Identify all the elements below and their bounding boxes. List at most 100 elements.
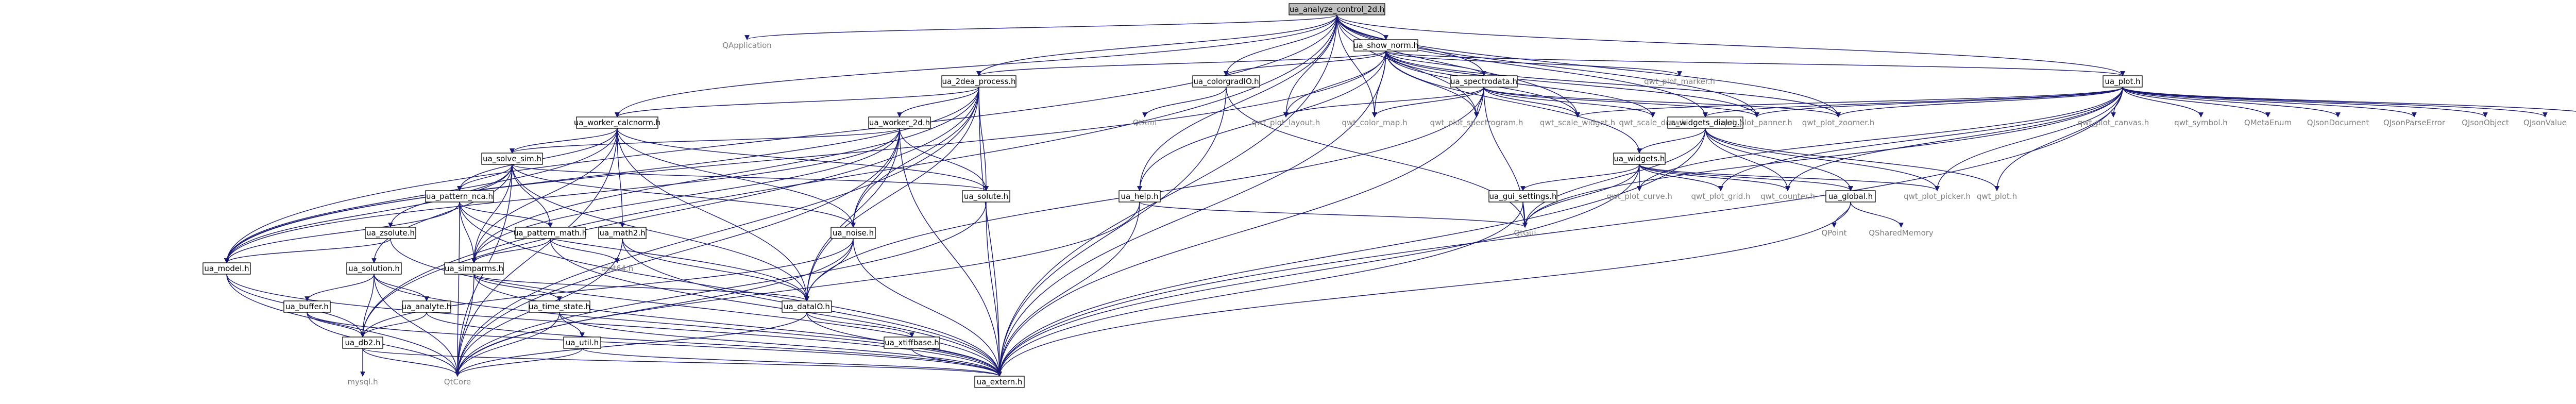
- edge-ua-global-h-to-qpoint: [1832, 201, 1851, 228]
- edge-ua-worker-2d-h-to-qtcore: [455, 128, 900, 377]
- edge-ua-spectrodata-h-to-qwt-plot-zoomer-h: [1483, 87, 1841, 117]
- node-qwt-plot-layout-h: qwt_plot_layout.h: [1252, 118, 1320, 128]
- node-box: [1289, 3, 1385, 15]
- node-ua-2dea-process-h[interactable]: ua_2dea_process.h: [941, 75, 1016, 88]
- edge-ua-colorgradio-h-to-qtxml: [1142, 87, 1227, 117]
- edge-ua-analyze-control-2d-h-to-qwt-plot-spectrogram-h: [1336, 14, 1479, 117]
- node-ua-zsolute-h[interactable]: ua_zsolute.h: [365, 227, 416, 239]
- node-ua-solve-sim-h[interactable]: ua_solve_sim.h: [481, 153, 543, 165]
- edge-ua-2dea-process-h-to-ua-model-h: [224, 87, 979, 263]
- node-label: uint64.h: [601, 264, 633, 273]
- edge-ua-spectrodata-h-to-qwt-scale-draw-h: [1483, 87, 1655, 117]
- node-ua-gui-settings-h[interactable]: ua_gui_settings.h: [1488, 190, 1557, 203]
- node-ua-worker-2d-h[interactable]: ua_worker_2d.h: [868, 116, 931, 129]
- node-ua-solute-h[interactable]: ua_solute.h: [962, 190, 1010, 203]
- node-label: qwt_plot_marker.h: [1644, 77, 1715, 87]
- edge-ua-solution-h-to-ua-extern-h: [374, 274, 1002, 377]
- node-ua-analyte-h[interactable]: ua_analyte.h: [402, 300, 452, 313]
- node-ua-noise-h[interactable]: ua_noise.h: [831, 227, 876, 239]
- node-label: qwt_plot.h: [1977, 192, 2017, 201]
- node-box: [941, 75, 1016, 88]
- node-ua-show-norm-h[interactable]: ua_show_norm.h: [1353, 39, 1418, 52]
- edge-ua-xtiffbase-h-to-ua-extern-h: [911, 348, 1002, 377]
- node-box: [884, 336, 940, 349]
- edge-ua-worker-2d-h-to-ua-solute-h: [899, 128, 989, 191]
- edge-ua-2dea-process-h-to-ua-extern-h: [978, 87, 1002, 377]
- node-label: qwt_plot_picker.h: [1904, 192, 1971, 201]
- node-ua-dataio-h[interactable]: ua_dataIO.h: [782, 300, 832, 313]
- node-ua-plot-h[interactable]: ua_plot.h: [2103, 75, 2143, 88]
- node-ua-widgets-h[interactable]: ua_widgets.h: [1613, 153, 1666, 165]
- node-ua-spectrodata-h[interactable]: ua_spectrodata.h: [1450, 75, 1518, 88]
- node-qwt-color-map-h: qwt_color_map.h: [1342, 118, 1407, 128]
- node-label: ua_spectrodata.h: [1450, 77, 1517, 87]
- edge-ua-show-norm-h-to-qwt-plot-panner-h: [1385, 50, 1759, 117]
- node-qwt-counter-h: qwt_counter.h: [1760, 192, 1815, 201]
- node-box: [1613, 153, 1666, 165]
- node-qwt-plot-marker-h: qwt_plot_marker.h: [1644, 77, 1715, 87]
- node-ua-pattern-nca-h[interactable]: ua_pattern_nca.h: [425, 190, 494, 203]
- node-ua-buffer-h[interactable]: ua_buffer.h: [283, 300, 331, 313]
- edge-ua-worker-2d-h-to-ua-model-h: [224, 128, 900, 263]
- node-ua-widgets-dialog-h[interactable]: ua_widgets_dialog.h: [1666, 116, 1744, 129]
- node-label: ua_buffer.h: [285, 302, 329, 312]
- node-box: [831, 227, 876, 239]
- node-ua-global-h[interactable]: ua_global.h: [1825, 190, 1876, 203]
- node-qmetaenum: QMetaEnum: [2244, 118, 2292, 127]
- node-qjsondocument: QJsonDocument: [2307, 118, 2369, 127]
- edge-ua-show-norm-h-to-ua-extern-h: [997, 50, 1386, 377]
- edge-ua-widgets-h-to-qtgui: [1522, 164, 1640, 228]
- node-qwt-plot-grid-h: qwt_plot_grid.h: [1691, 192, 1750, 201]
- node-label: ua_solution.h: [348, 264, 400, 274]
- node-qtcore: QtCore: [444, 377, 471, 386]
- node-ua-time-state-h[interactable]: ua_time_state.h: [529, 300, 590, 313]
- edge-ua-pattern-math-h-to-ua-simparms-h: [471, 238, 551, 263]
- node-ua-db2-h[interactable]: ua_db2.h: [342, 336, 383, 349]
- edge-ua-widgets-dialog-h-to-qwt-plot-h: [1705, 128, 1999, 191]
- edge-ua-solve-sim-h-to-ua-noise-h: [512, 164, 856, 228]
- node-ua-worker-calcnorm-h[interactable]: ua_worker_calcnorm.h: [574, 116, 660, 129]
- edge-ua-worker-2d-h-to-ua-solve-sim-h: [510, 128, 900, 154]
- edge-ua-worker-calcnorm-h-to-ua-math2-h: [617, 128, 625, 228]
- node-box: [782, 300, 832, 313]
- edge-ua-analyze-control-2d-h-to-qapplication: [744, 14, 1337, 40]
- node-box: [346, 262, 402, 275]
- node-ua-help-h[interactable]: ua_help.h: [1118, 190, 1161, 203]
- node-box: [1825, 190, 1876, 203]
- node-ua-colorgradio-h[interactable]: ua_colorgradIO.h: [1192, 75, 1260, 88]
- edge-ua-analyze-control-2d-h-to-qwt-plot-panner-h: [1336, 14, 1759, 117]
- node-ua-solution-h[interactable]: ua_solution.h: [346, 262, 402, 275]
- node-ua-util-h[interactable]: ua_util.h: [563, 336, 601, 349]
- edge-ua-worker-calcnorm-h-to-ua-noise-h: [617, 128, 856, 228]
- node-ua-math2-h[interactable]: ua_math2.h: [598, 227, 647, 239]
- node-ua-analyze-control-2d-h[interactable]: ua_analyze_control_2d.h: [1289, 3, 1385, 15]
- node-label: ua_worker_calcnorm.h: [574, 118, 660, 128]
- node-ua-pattern-math-h[interactable]: ua_pattern_math.h: [514, 227, 587, 239]
- node-label: QMetaEnum: [2244, 118, 2292, 127]
- edge-ua-worker-calcnorm-h-to-ua-model-h: [224, 128, 618, 263]
- edge-ua-pattern-nca-h-to-ua-simparms-h: [459, 201, 477, 263]
- edge-ua-widgets-dialog-h-to-qtgui: [1522, 128, 1706, 228]
- node-label: ua_colorgradIO.h: [1193, 77, 1259, 87]
- node-label: QJsonValue: [2523, 118, 2567, 127]
- edge-ua-solve-sim-h-to-ua-solution-h: [371, 164, 513, 263]
- edge-ua-2dea-process-h-to-ua-dataio-h: [804, 87, 979, 301]
- node-label: QtGui: [1514, 228, 1536, 238]
- node-label: ua_math2.h: [599, 228, 645, 238]
- edge-ua-pattern-nca-h-to-qtcore: [455, 201, 460, 377]
- node-label: ua_noise.h: [833, 228, 874, 238]
- edge-ua-noise-h-to-ua-extern-h: [853, 238, 1002, 377]
- edge-ua-analyze-control-2d-h-to-ua-plot-h: [1336, 14, 2125, 76]
- edge-ua-global-h-to-ua-extern-h: [997, 201, 1851, 377]
- edge-ua-widgets-h-to-ua-global-h: [1639, 164, 1853, 191]
- node-ua-extern-h[interactable]: ua_extern.h: [974, 376, 1025, 388]
- edge-ua-spectrodata-h-to-qwt-plot-panner-h: [1483, 87, 1759, 117]
- node-ua-model-h[interactable]: ua_model.h: [202, 262, 251, 275]
- edge-ua-worker-calcnorm-h-to-ua-dataio-h: [617, 128, 809, 301]
- node-label: ua_widgets_dialog.h: [1666, 118, 1744, 128]
- edge-ua-2dea-process-h-to-ua-db2-h: [360, 87, 979, 338]
- node-ua-simparms-h[interactable]: ua_simparms.h: [444, 262, 504, 275]
- node-ua-xtiffbase-h[interactable]: ua_xtiffbase.h: [884, 336, 940, 349]
- edge-ua-colorgradio-h-to-ua-extern-h: [997, 87, 1227, 377]
- edge-ua-worker-2d-h-to-ua-dataio-h: [804, 128, 900, 301]
